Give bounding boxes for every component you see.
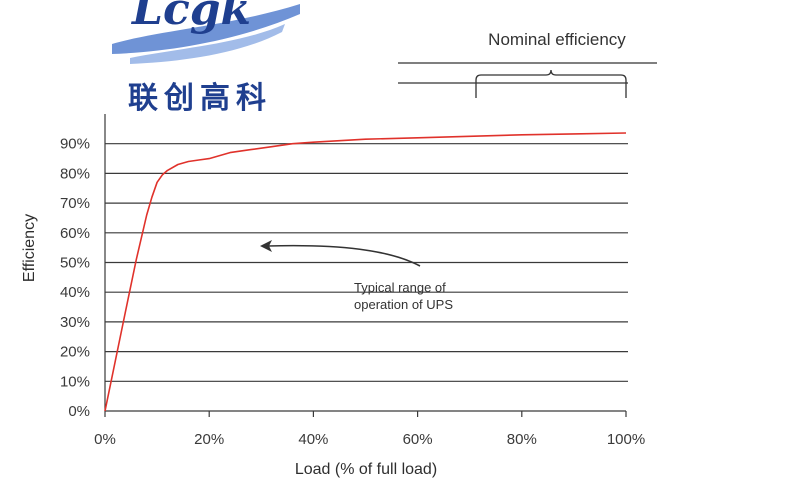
y-tick-label: 80%: [60, 165, 90, 182]
typical-range-label-line1: Typical range of: [354, 280, 446, 295]
typical-range-annotation: Typical range of operation of UPS: [260, 240, 453, 312]
logo-latin-text: Lcgk: [130, 0, 251, 35]
y-tick-label: 60%: [60, 225, 90, 242]
company-logo: Lcgk 联创高科: [112, 0, 300, 116]
gridlines: [105, 143, 628, 382]
x-tick-label: 100%: [607, 431, 645, 448]
y-tick-label: 90%: [60, 136, 90, 153]
y-axis-label: Efficiency: [21, 214, 38, 282]
nominal-efficiency-label: Nominal efficiency: [488, 30, 626, 49]
series-layer: [104, 132, 627, 412]
x-tick-label: 60%: [403, 431, 433, 448]
y-tick-label: 0%: [68, 403, 90, 420]
x-tick-labels: 0% 20% 40% 60% 80% 100%: [94, 411, 645, 448]
x-axis-label: Load (% of full load): [295, 461, 437, 478]
y-tick-label: 70%: [60, 195, 90, 212]
y-tick-label: 10%: [60, 373, 90, 390]
efficiency-series-line: [104, 132, 627, 412]
arrowhead-icon: [260, 240, 272, 252]
logo-swoosh-2: [130, 24, 285, 64]
y-tick-label: 20%: [60, 344, 90, 361]
x-tick-label: 40%: [298, 431, 328, 448]
nominal-efficiency-annotation: Nominal efficiency: [398, 30, 657, 98]
x-tick-label: 0%: [94, 431, 116, 448]
y-tick-label: 40%: [60, 284, 90, 301]
y-tick-labels: 0% 10% 20% 30% 40% 50% 60% 70% 80% 90%: [60, 136, 90, 420]
nominal-bracket: [475, 69, 627, 98]
x-tick-label: 80%: [507, 431, 537, 448]
y-tick-label: 50%: [60, 255, 90, 272]
typical-range-label-line2: operation of UPS: [354, 297, 453, 312]
y-tick-label: 30%: [60, 314, 90, 331]
typical-range-arrow: [267, 244, 421, 267]
logo-chinese-text: 联创高科: [128, 81, 272, 116]
logo-swoosh: [112, 4, 300, 54]
x-tick-label: 20%: [194, 431, 224, 448]
axes: [104, 114, 626, 412]
